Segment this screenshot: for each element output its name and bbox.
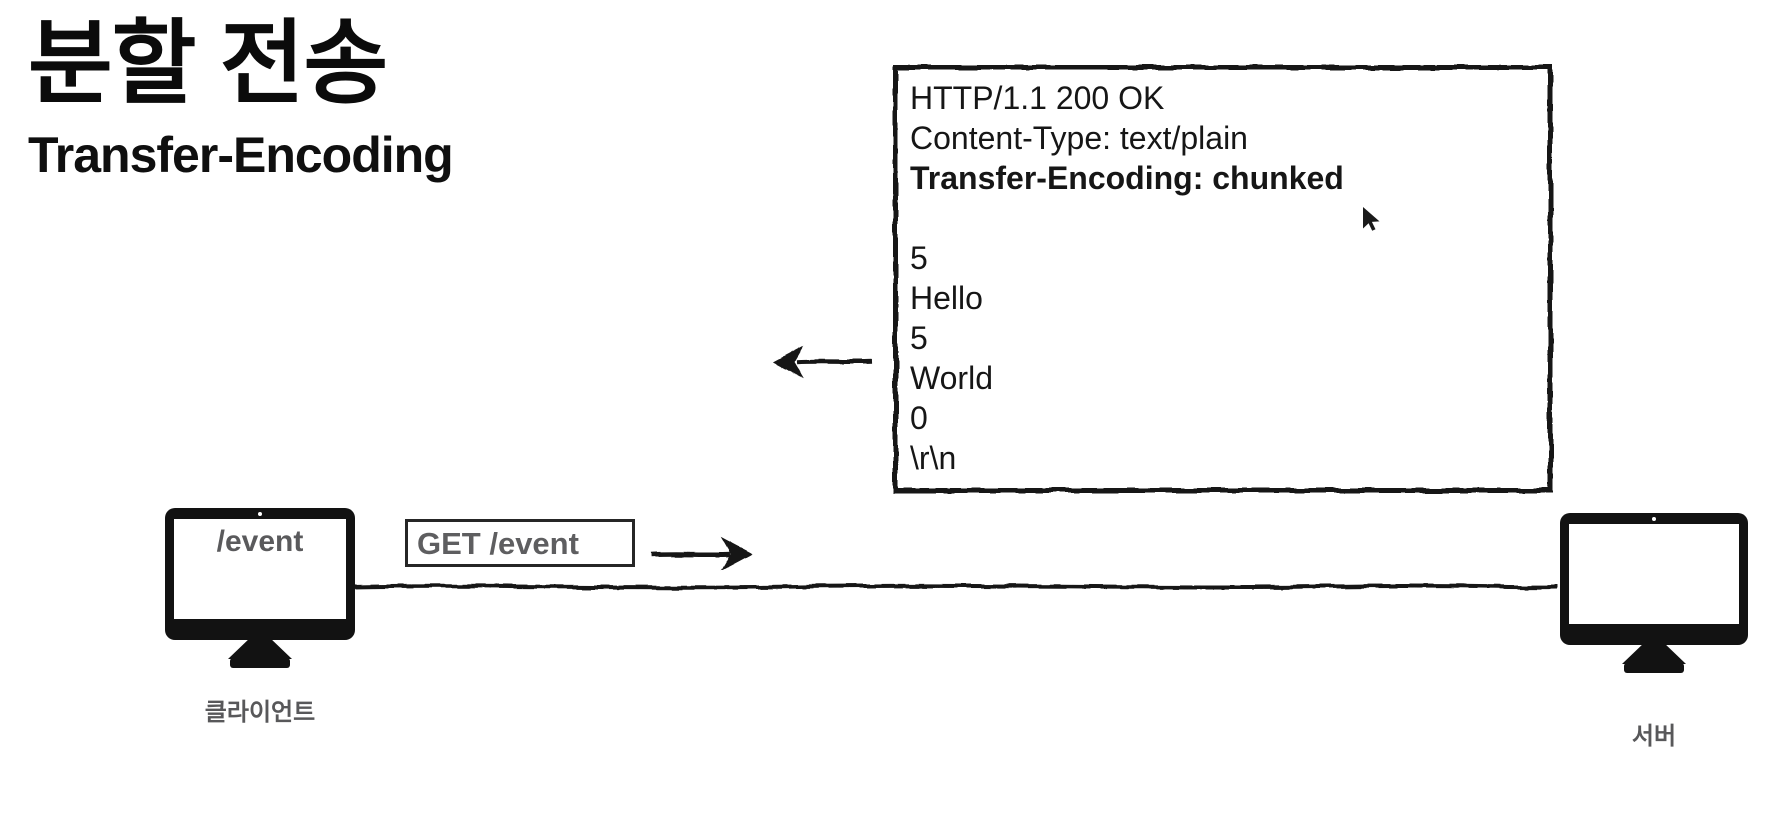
monitor-frame: /event	[165, 508, 355, 640]
request-arrow-right-icon	[651, 537, 753, 571]
monitor-frame	[1560, 513, 1748, 645]
client-computer-icon: /event	[165, 508, 355, 668]
response-blank-line	[910, 198, 1548, 238]
connection-line	[351, 583, 1559, 590]
request-label: GET /event	[417, 526, 579, 561]
http-request-box: GET /event	[405, 519, 635, 567]
monitor-screen: /event	[174, 519, 346, 619]
mouse-cursor-icon	[1363, 207, 1380, 231]
camera-dot-icon	[258, 512, 262, 516]
response-box-content: HTTP/1.1 200 OK Content-Type: text/plain…	[898, 70, 1548, 488]
page-title: 분할 전송	[28, 13, 388, 115]
chunk-size-line: 5	[910, 320, 928, 356]
monitor-screen	[1569, 524, 1739, 624]
server-computer-icon	[1560, 513, 1748, 673]
camera-dot-icon	[1652, 517, 1656, 521]
chunk-terminator-line: 0	[910, 400, 928, 436]
monitor-base	[230, 658, 290, 668]
monitor-stand	[1622, 645, 1686, 664]
page-subtitle: Transfer-Encoding	[28, 127, 454, 183]
chunk-data-line: World	[910, 360, 993, 396]
client-caption: 클라이언트	[204, 699, 316, 726]
chunk-data-line: Hello	[910, 280, 983, 316]
response-box-border	[893, 65, 1553, 493]
response-arrow-left-icon	[772, 345, 873, 379]
response-transfer-encoding-line: Transfer-Encoding: chunked	[910, 160, 1344, 196]
client-screen-label: /event	[216, 525, 304, 558]
response-status-line: HTTP/1.1 200 OK	[910, 80, 1165, 116]
chunk-size-line: 5	[910, 240, 928, 276]
http-response-box: HTTP/1.1 200 OK Content-Type: text/plain…	[893, 65, 1553, 493]
monitor-base	[1624, 663, 1684, 673]
server-caption: 서버	[1631, 723, 1677, 750]
monitor-stand	[228, 640, 292, 659]
chunk-crlf-line: \r\n	[910, 440, 957, 476]
response-content-type-line: Content-Type: text/plain	[910, 120, 1248, 156]
